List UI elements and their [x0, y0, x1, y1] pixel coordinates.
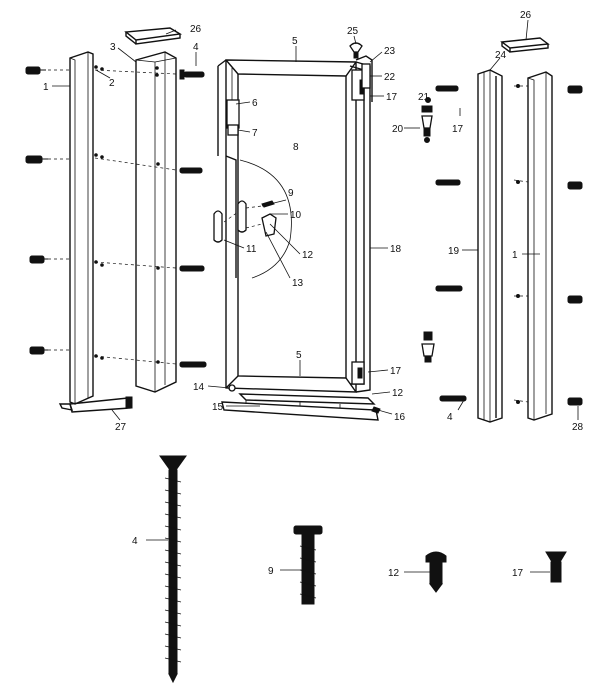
hinge-pin-assembly: [421, 97, 433, 143]
callout-17-bottom: 17: [390, 366, 402, 377]
callout-8: 8: [293, 142, 299, 153]
leader-lines: [52, 19, 579, 573]
callout-5-bottom: 5: [296, 350, 302, 361]
right-wall-jamb: [527, 71, 553, 421]
screw-icon: [29, 346, 48, 355]
screw-icon: [25, 66, 46, 75]
callout-4-top: 4: [193, 42, 199, 53]
screw-detail-17: [545, 551, 567, 583]
callout-7-left: 7: [252, 128, 258, 139]
callout-13: 13: [292, 278, 304, 289]
screw-icon: [25, 155, 48, 164]
screw-icon: [567, 295, 583, 304]
screw-detail-12: [425, 551, 447, 593]
callout-16: 16: [394, 412, 406, 423]
screw-detail-9: [293, 525, 323, 605]
jamb-screws: [94, 69, 207, 368]
callout-1-right: 1: [512, 250, 518, 261]
screw-icon: [567, 85, 583, 94]
hinge-pin-lower: [421, 331, 435, 363]
screw-icon: [179, 361, 207, 368]
strike-jamb: [477, 69, 503, 423]
screw-icon: [567, 397, 583, 406]
caulk-tube: [58, 396, 133, 413]
callout-25: 25: [347, 26, 359, 37]
callout-4-right: 4: [447, 412, 453, 423]
callout-9: 9: [288, 188, 294, 199]
callout-15: 15: [212, 402, 224, 413]
callout-26-left: 26: [190, 24, 202, 35]
screw-icon: [435, 285, 463, 292]
top-bumper-screw: [349, 42, 363, 59]
callout-6: 6: [252, 98, 258, 109]
handle-knob: [213, 200, 277, 243]
bottom-sweep: [221, 384, 381, 421]
wall-screws-left: [25, 66, 70, 355]
screw-icon: [179, 69, 205, 80]
callout-23: 23: [384, 46, 396, 57]
wall-screws-right: [435, 84, 583, 406]
callout-12-bottom: 12: [392, 388, 404, 399]
screw-icon: [179, 265, 205, 272]
callout-17-detail: 17: [512, 568, 524, 579]
callout-9-detail: 9: [268, 566, 274, 577]
callout-labels: 26 3 4 2 1 5 6 7 8 9 10 11 12 13 5 14 15…: [43, 10, 584, 579]
callout-21: 21: [418, 92, 430, 103]
callout-27: 27: [115, 422, 127, 433]
top-cap-left: [124, 27, 183, 45]
screw-icon: [439, 395, 467, 402]
left-wall-jamb-inner: [135, 51, 177, 393]
callout-3: 3: [110, 42, 116, 53]
top-cap-right: [500, 37, 550, 53]
callout-5-top: 5: [292, 36, 298, 47]
callout-12-mid: 12: [302, 250, 314, 261]
screw-icon: [179, 167, 203, 174]
callout-28: 28: [572, 422, 584, 433]
callout-2: 2: [109, 78, 115, 89]
screw-icon: [435, 179, 461, 186]
callout-17-right: 17: [452, 124, 464, 135]
screw-icon: [435, 85, 459, 92]
screw-icon: [29, 255, 48, 264]
callout-12-detail: 12: [388, 568, 400, 579]
callout-17-top: 17: [386, 92, 398, 103]
door-panel: [213, 59, 357, 393]
callout-20: 20: [392, 124, 404, 135]
callout-14: 14: [193, 382, 205, 393]
callout-24: 24: [495, 50, 507, 61]
callout-1-left: 1: [43, 82, 49, 93]
screw-icon: [567, 181, 583, 190]
callout-22: 22: [384, 72, 396, 83]
left-wall-jamb-outer: [69, 51, 94, 405]
callout-26-right: 26: [520, 10, 532, 21]
callout-11: 11: [246, 244, 257, 255]
callout-18: 18: [390, 244, 402, 255]
screw-detail-4: [159, 455, 187, 684]
callout-19: 19: [448, 246, 460, 257]
callout-10: 10: [290, 210, 302, 221]
door-side-rail: [349, 61, 371, 393]
jamb-mounting-holes: [94, 65, 160, 364]
callout-4-detail: 4: [132, 536, 138, 547]
